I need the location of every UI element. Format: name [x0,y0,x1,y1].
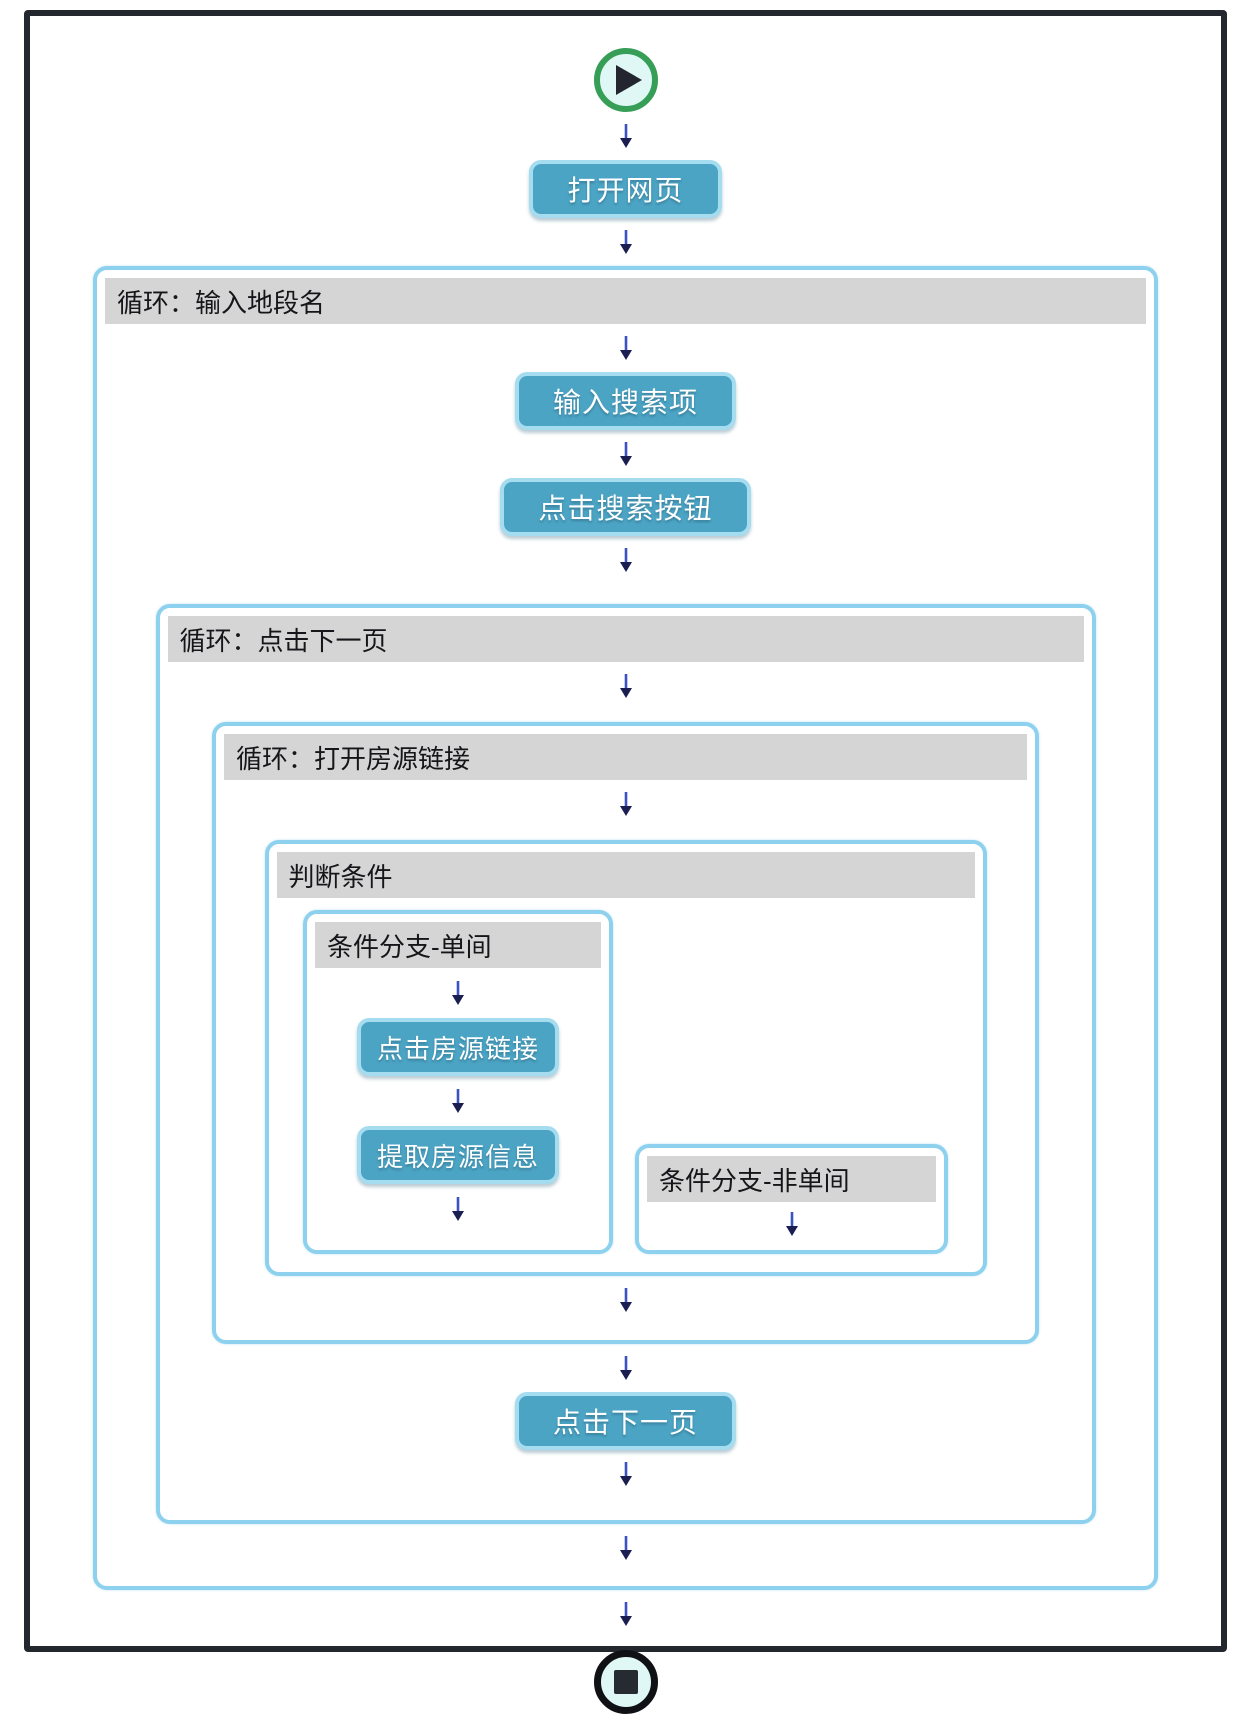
step-click-listing-link[interactable]: 点击房源链接 [356,1018,559,1076]
down-arrow-icon [618,792,633,816]
branch-header-not-single-room[interactable]: 条件分支-非单间 [647,1156,936,1202]
down-arrow-icon [618,442,633,466]
loop-container-open-listing-links: 循环：打开房源链接 判断条件 条件分支-单间 点击房源链接 提取房源信息 [212,722,1039,1344]
down-arrow-icon [618,1462,633,1486]
branch-single-room: 条件分支-单间 点击房源链接 提取房源信息 [303,910,613,1254]
step-input-search-term[interactable]: 输入搜索项 [514,372,736,430]
loop-header-open-listing-links[interactable]: 循环：打开房源链接 [224,734,1027,780]
down-arrow-icon [618,548,633,572]
loop-container-click-next-page: 循环：点击下一页 循环：打开房源链接 判断条件 条件分支-单间 点击房源链接 [155,604,1096,1524]
step-extract-listing-info[interactable]: 提取房源信息 [356,1126,559,1184]
step-open-webpage[interactable]: 打开网页 [529,160,722,218]
down-arrow-icon [784,1212,799,1236]
down-arrow-icon [618,1288,633,1312]
step-click-next-page[interactable]: 点击下一页 [514,1392,736,1450]
main-flow-column: 打开网页 循环：输入地段名 输入搜索项 点击搜索按钮 循环：点击下一页 循环：打… [30,16,1221,1714]
loop-header-input-district[interactable]: 循环：输入地段名 [105,278,1146,324]
down-arrow-icon [618,1536,633,1560]
stop-icon [613,1670,638,1694]
end-icon[interactable] [593,1650,658,1714]
condition-branches: 条件分支-单间 点击房源链接 提取房源信息 条件分支-非单间 [269,910,983,1254]
condition-header[interactable]: 判断条件 [276,852,975,898]
start-icon[interactable] [593,48,658,112]
down-arrow-icon [450,1197,466,1221]
down-arrow-icon [618,230,633,254]
down-arrow-icon [618,1602,633,1626]
down-arrow-icon [618,336,633,360]
flowchart-frame: 打开网页 循环：输入地段名 输入搜索项 点击搜索按钮 循环：点击下一页 循环：打… [24,10,1227,1714]
step-click-search-button[interactable]: 点击搜索按钮 [500,478,751,536]
down-arrow-icon [618,124,633,148]
play-icon [615,65,642,95]
down-arrow-icon [618,674,633,698]
loop-container-input-district: 循环：输入地段名 输入搜索项 点击搜索按钮 循环：点击下一页 循环：打开房源链接… [93,266,1158,1590]
down-arrow-icon [450,981,466,1005]
branch-header-single-room[interactable]: 条件分支-单间 [315,922,601,968]
down-arrow-icon [618,1356,633,1380]
down-arrow-icon [450,1089,466,1113]
loop-header-click-next-page[interactable]: 循环：点击下一页 [167,616,1084,662]
branch-not-single-room: 条件分支-非单间 [635,1144,948,1254]
condition-container: 判断条件 条件分支-单间 点击房源链接 提取房源信息 [264,840,987,1276]
